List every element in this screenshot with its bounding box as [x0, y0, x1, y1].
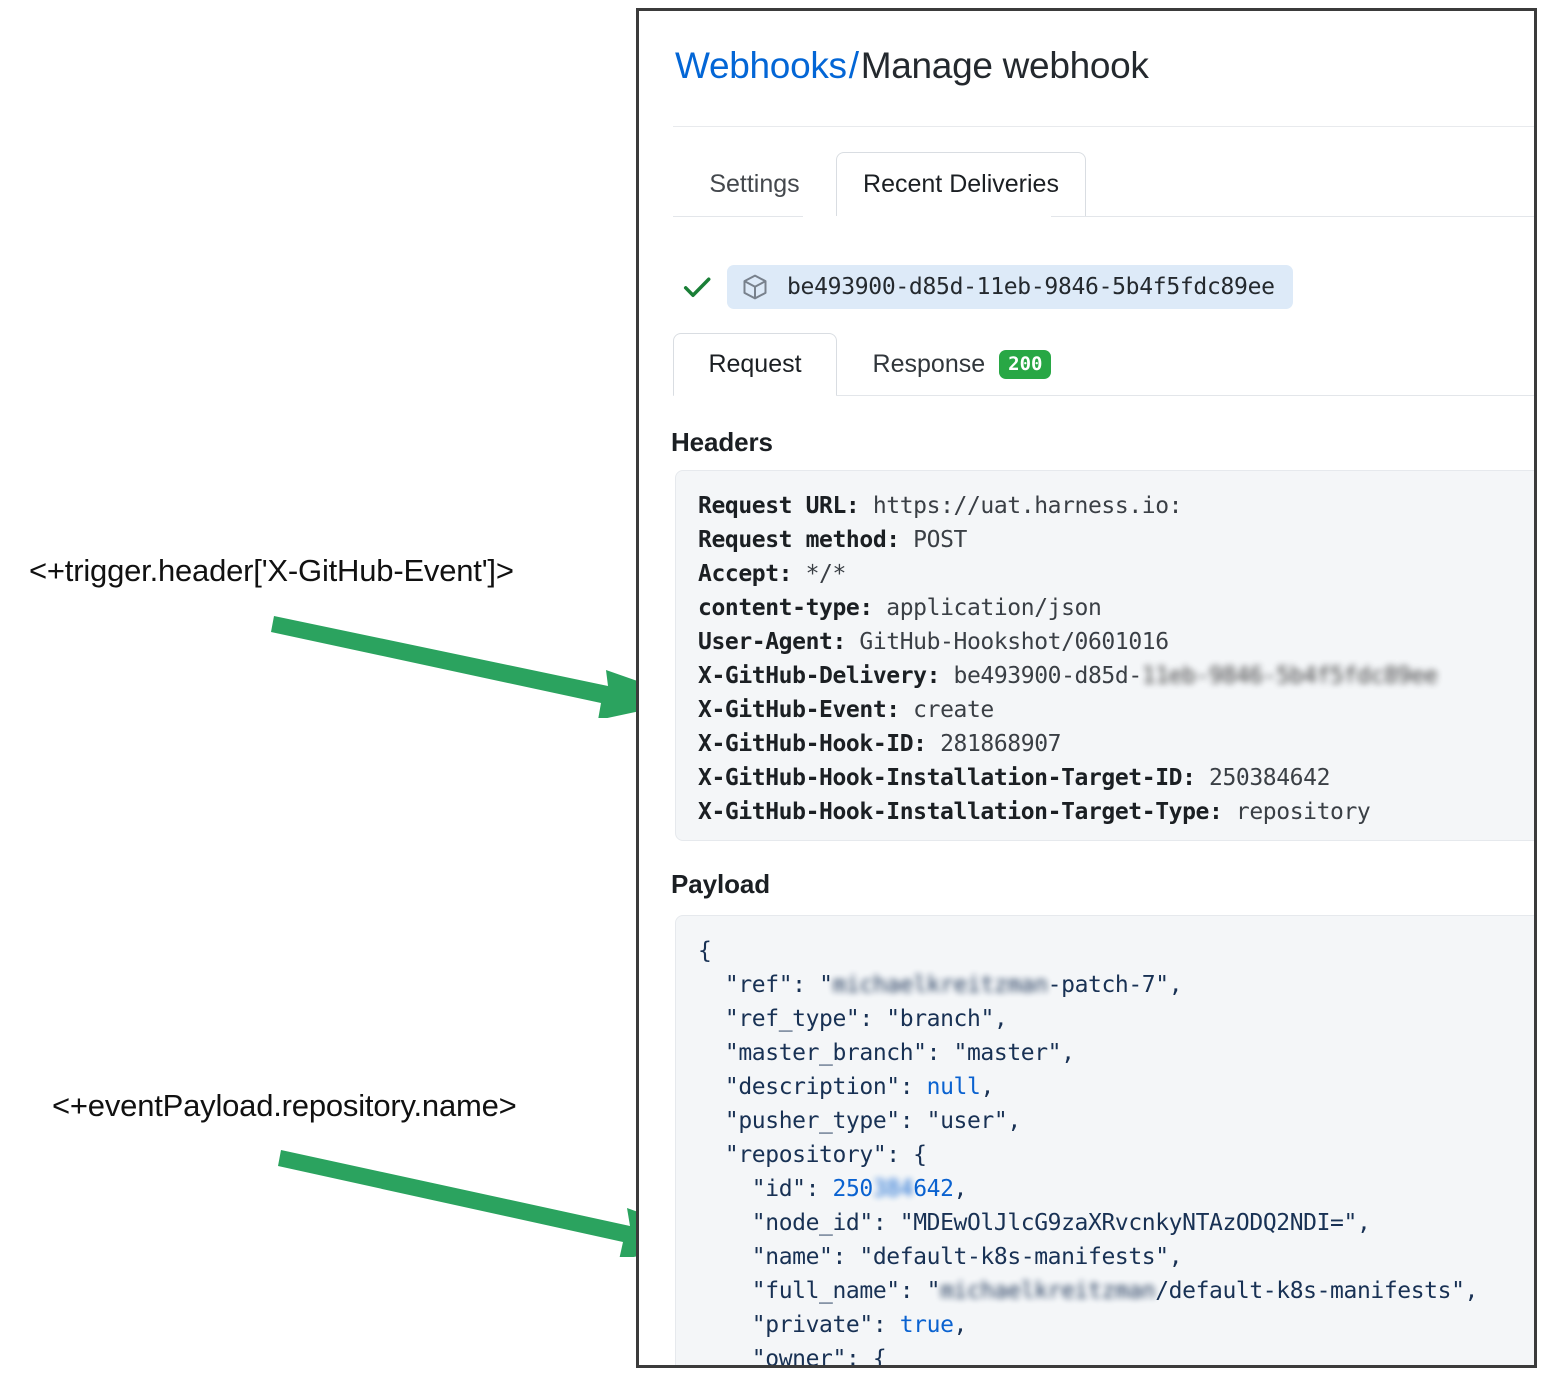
master-branch-value: master — [966, 1040, 1048, 1066]
repo-id-suffix: 642 — [913, 1176, 954, 1202]
json-line: "master_branch": "master", — [724, 1040, 1075, 1066]
json-line: "name": "default-k8s-manifests", — [751, 1244, 1183, 1270]
header-divider — [673, 126, 1534, 127]
tab-settings[interactable]: Settings — [709, 169, 800, 198]
webhook-panel: Webhooks/Manage webhook Settings Recent … — [636, 8, 1537, 1368]
header-value: POST — [913, 527, 967, 553]
tab-recent-deliveries[interactable]: Recent Deliveries — [836, 152, 1086, 216]
package-icon — [743, 274, 767, 300]
json-line: "full_name": "michaelkreitzman/default-k… — [698, 1274, 1534, 1308]
header-name: Request method: — [698, 527, 900, 553]
header-row: X-GitHub-Hook-Installation-Target-ID: 25… — [698, 761, 1534, 795]
header-value: 281868907 — [940, 731, 1062, 757]
redacted-username: michaelkreitzman — [832, 972, 1049, 998]
header-value: application/json — [886, 595, 1102, 621]
status-badge: 200 — [999, 349, 1052, 379]
header-name: X-GitHub-Hook-Installation-Target-ID: — [698, 765, 1196, 791]
header-name: X-GitHub-Hook-Installation-Target-Type: — [698, 799, 1223, 825]
header-name: User-Agent: — [698, 629, 846, 655]
json-line: "owner": { — [751, 1346, 887, 1365]
section-title-headers: Headers — [671, 427, 773, 457]
repo-name-value: default-k8s-manifests — [872, 1244, 1156, 1270]
annotation-arrow-1 — [271, 616, 692, 718]
tabs-underline — [673, 216, 1534, 217]
description-value: null — [926, 1074, 981, 1100]
header-value: https://uat.harness.io: — [872, 493, 1183, 519]
redacted-delivery-id: 11eb-9846-5b4f5fdc89ee — [1141, 663, 1438, 689]
tabs-active-mask — [803, 216, 1051, 218]
json-line: "description": null, — [724, 1074, 994, 1100]
redacted-owner: michaelkreitzman — [940, 1278, 1156, 1304]
tab-response[interactable]: Response 200 — [837, 333, 1087, 395]
redacted-repo-id: 384 — [872, 1176, 914, 1202]
header-row: User-Agent: GitHub-Hookshot/0601016 — [698, 625, 1534, 659]
section-title-payload: Payload — [671, 869, 771, 899]
header-row: X-GitHub-Hook-ID: 281868907 — [698, 727, 1534, 761]
json-line: "ref_type": "branch", — [724, 1006, 1008, 1032]
header-value: GitHub-Hookshot/0601016 — [859, 629, 1169, 655]
tab-request[interactable]: Request — [673, 333, 837, 395]
header-value: */* — [805, 561, 847, 587]
header-value: create — [913, 697, 994, 723]
header-row: Request URL: https://uat.harness.io: — [698, 489, 1534, 523]
header-name: X-GitHub-Delivery: — [698, 663, 941, 689]
header-name: content-type: — [698, 595, 873, 621]
header-name: X-GitHub-Event: — [698, 697, 900, 723]
json-line: "private": true, — [751, 1312, 968, 1338]
repo-id-prefix: 250 — [832, 1176, 874, 1202]
header-row: content-type: application/json — [698, 591, 1534, 625]
header-name: X-GitHub-Hook-ID: — [698, 731, 927, 757]
delivery-guid: be493900-d85d-11eb-9846-5b4f5fdc89ee — [787, 274, 1275, 300]
ref-type-value: branch — [899, 1006, 981, 1032]
annotation-label-trigger-header: <+trigger.header['X-GitHub-Event']> — [29, 553, 514, 588]
header-row: X-GitHub-Delivery: be493900-d85d-11eb-98… — [698, 659, 1534, 693]
breadcrumb: Webhooks/Manage webhook — [675, 43, 1149, 89]
header-row: Request method: POST — [698, 523, 1534, 557]
json-line: "id": 250384642, — [698, 1172, 1534, 1206]
header-value: 250384642 — [1209, 765, 1331, 791]
header-value: repository — [1235, 799, 1371, 825]
check-icon — [683, 277, 711, 297]
delivery-row[interactable]: be493900-d85d-11eb-9846-5b4f5fdc89ee — [681, 263, 1293, 311]
header-row: Accept: */* — [698, 557, 1534, 591]
json-line: "node_id": "MDEwOlJlcG9zaXRvcnkyNTAzODQ2… — [751, 1210, 1371, 1236]
private-value: true — [899, 1312, 954, 1338]
json-line: "ref": "michaelkreitzman-patch-7", — [698, 968, 1534, 1002]
header-name: Accept: — [698, 561, 793, 587]
detail-tabs-underline — [673, 395, 1534, 396]
header-row: X-GitHub-Hook-Installation-Target-Type: … — [698, 795, 1534, 829]
pusher-type-value: user — [940, 1108, 994, 1134]
page-title: Manage webhook — [860, 45, 1149, 86]
header-name: Request URL: — [698, 493, 860, 519]
node-id-value: MDEwOlJlcG9zaXRvcnkyNTAzODQ2NDI= — [913, 1210, 1344, 1236]
json-line: { — [698, 938, 712, 964]
full-name-suffix: /default-k8s-manifests — [1155, 1278, 1452, 1304]
breadcrumb-separator: / — [848, 45, 859, 86]
detail-tabs-active-mask — [674, 395, 836, 397]
header-row: X-GitHub-Event: create — [698, 693, 1534, 727]
delivery-guid-pill[interactable]: be493900-d85d-11eb-9846-5b4f5fdc89ee — [727, 265, 1293, 309]
header-value: be493900-d85d- — [953, 663, 1143, 689]
annotation-label-event-payload: <+eventPayload.repository.name> — [52, 1088, 517, 1123]
breadcrumb-link-webhooks[interactable]: Webhooks — [675, 45, 847, 86]
tab-response-label: Response — [872, 349, 986, 378]
json-line: "pusher_type": "user", — [724, 1108, 1021, 1134]
ref-suffix: -patch-7 — [1047, 972, 1156, 998]
json-line: "repository": { — [724, 1142, 927, 1168]
headers-code-block: Request URL: https://uat.harness.io: Req… — [675, 470, 1534, 841]
payload-code-block: { "ref": "michaelkreitzman-patch-7", "re… — [675, 915, 1534, 1365]
